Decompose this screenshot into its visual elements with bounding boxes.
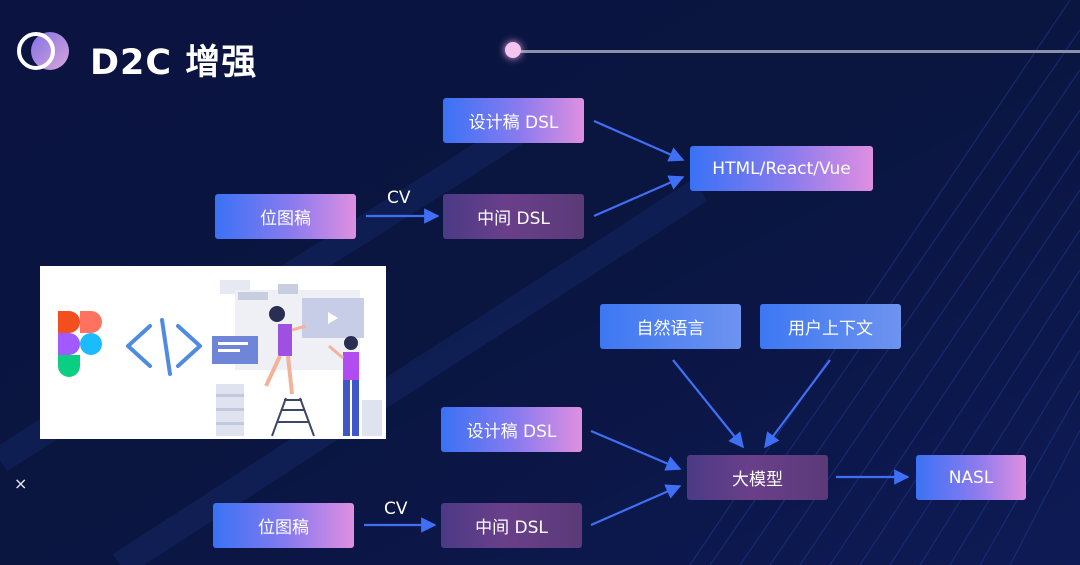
cv-label-bottom: CV [384, 499, 408, 519]
nasl-box: NASL [916, 455, 1026, 500]
natural-language-label: 自然语言 [636, 319, 705, 339]
design-dsl-label-top: 设计稿 DSL [468, 113, 559, 133]
mid-dsl-box-top: 中间 DSL [443, 194, 584, 239]
bitmap-label-top: 位图稿 [260, 209, 311, 229]
user-context-box: 用户上下文 [760, 304, 901, 349]
arrow-mid-to-output-top [593, 175, 685, 218]
title-dot [505, 42, 521, 58]
logo-icon [17, 32, 69, 70]
developers-scene-icon [212, 280, 382, 437]
llm-box: 大模型 [687, 455, 828, 500]
mid-dsl-label-bottom: 中间 DSL [475, 518, 548, 538]
mid-dsl-label-top: 中间 DSL [477, 209, 550, 229]
nasl-label: NASL [948, 467, 994, 488]
bitmap-box-top: 位图稿 [215, 194, 356, 239]
arrow-design-to-llm [590, 429, 682, 471]
bitmap-label-bottom: 位图稿 [258, 518, 309, 538]
bitmap-box-bottom: 位图稿 [213, 503, 354, 548]
design-dsl-label-bottom: 设计稿 DSL [466, 422, 557, 442]
arrow-mid-to-llm [590, 484, 682, 527]
user-context-label: 用户上下文 [788, 319, 873, 339]
figma-icon [58, 311, 102, 377]
mid-dsl-box-bottom: 中间 DSL [441, 503, 582, 548]
output-label-top: HTML/React/Vue [712, 158, 851, 179]
arrow-design-to-output-top [593, 119, 685, 162]
page-title: D2C 增强 [90, 43, 258, 83]
output-box-top: HTML/React/Vue [690, 146, 873, 191]
design-to-code-illustration [40, 266, 386, 439]
arrow-natlang-to-llm [672, 359, 744, 449]
design-dsl-box-top: 设计稿 DSL [443, 98, 584, 143]
cv-label-top: CV [387, 188, 411, 208]
title-divider [512, 50, 1080, 53]
llm-label: 大模型 [732, 470, 783, 490]
arrow-context-to-llm [764, 359, 831, 449]
close-icon[interactable]: × [14, 474, 28, 493]
code-icon [126, 318, 202, 376]
natural-language-box: 自然语言 [600, 304, 741, 349]
design-dsl-box-bottom: 设计稿 DSL [441, 407, 582, 452]
